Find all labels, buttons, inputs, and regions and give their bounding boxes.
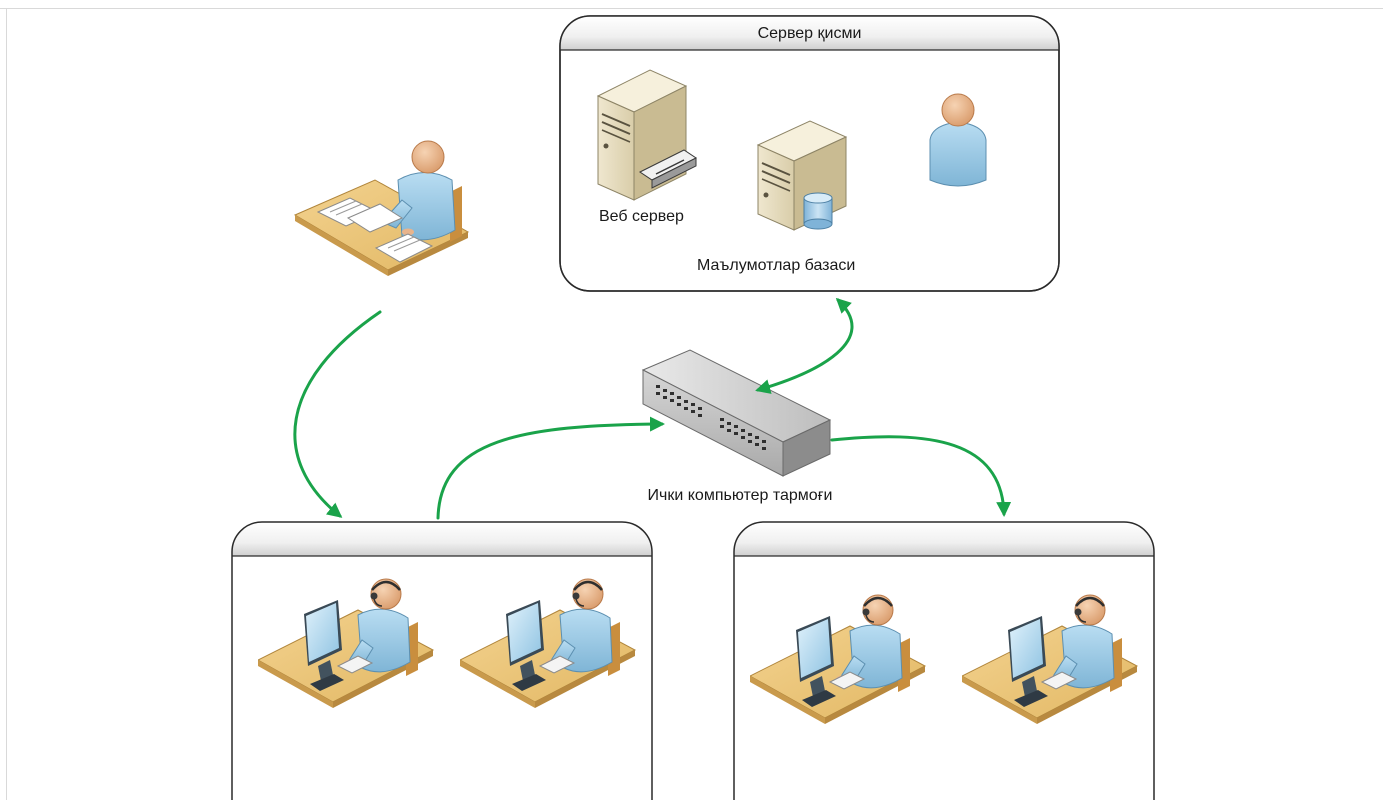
- frame-top-line: [0, 8, 1383, 9]
- network-switch-icon: [641, 349, 832, 477]
- server-section-title: Сервер қисми: [758, 25, 862, 42]
- operator-workstation-icon: [962, 593, 1139, 726]
- operators-group-right: [733, 521, 1155, 800]
- network-label: Ички компьютер тармоғи: [648, 487, 833, 504]
- arrow-manager-to-operators: [293, 310, 382, 518]
- web-server-label: Веб сервер: [599, 208, 684, 225]
- web-server-icon: [596, 69, 697, 201]
- arrow-switch-to-operators: [830, 435, 1012, 517]
- arrow-server-switch: [755, 297, 854, 394]
- frame-left-line: [6, 8, 7, 800]
- arrow-operators-to-switch: [436, 416, 665, 520]
- operator-workstation-icon: [258, 577, 435, 710]
- manager-at-desk-icon: [293, 140, 470, 276]
- database-server-icon: [756, 120, 848, 231]
- operator-workstation-icon: [460, 577, 637, 710]
- admin-user-icon: [929, 93, 987, 187]
- operators-group-left: [231, 521, 653, 800]
- database-label: Маълумотлар базаси: [697, 257, 855, 274]
- operator-workstation-icon: [750, 593, 927, 726]
